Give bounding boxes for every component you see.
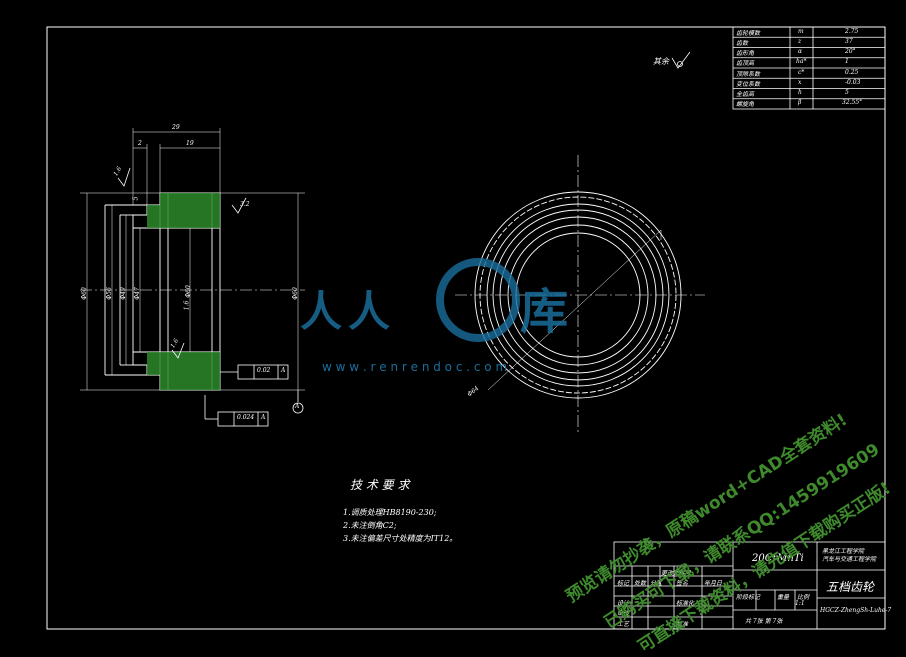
param-value: 37 [845, 38, 853, 45]
school-name: 黑龙江工程学院 汽车与交通工程学院 [822, 548, 877, 563]
tb-label: 处数 [634, 580, 647, 587]
drawing-number: HGCZ-ZhengSh-Luhe-7 [820, 607, 892, 614]
param-value: 0.25 [845, 69, 859, 76]
param-value: -0.03 [845, 79, 861, 86]
param-name: 齿数 [736, 40, 749, 47]
tb-label: 标准化 [676, 600, 695, 607]
tb-label: 重量 [777, 594, 790, 601]
sheet-count: 共 7张 第 7张 [745, 618, 783, 625]
dim-phi-inner: Φ60 [184, 285, 192, 298]
section-hatch [147, 193, 220, 390]
tb-label: 工艺 [617, 621, 630, 628]
tb-label: 阶段标记 [736, 594, 761, 601]
param-symbol: β [798, 99, 802, 106]
tb-label: 设计 [617, 600, 630, 607]
roughness-other-note: 其余 [653, 57, 669, 66]
section-view [80, 128, 305, 391]
dim-phi47: Φ47 [133, 287, 141, 300]
roughness-marks [117, 167, 247, 359]
param-value: 20° [845, 48, 856, 55]
scale: 1:1 [795, 600, 805, 607]
tb-label: 更改文件号 [661, 570, 692, 577]
title-block [613, 541, 886, 630]
param-symbol: c* [798, 69, 805, 76]
param-name: 齿顶高 [736, 60, 755, 67]
material: 20CrMnTi [752, 553, 804, 564]
param-symbol: ha* [796, 58, 807, 65]
dim-phi49: Φ49 [119, 287, 127, 300]
drawing-border [46, 26, 886, 630]
dim-19: 19 [186, 140, 194, 147]
note-item: 3.未注偏差尺寸处精度为IT12。 [343, 534, 458, 543]
tolerance-flatness-value: 0.02 [257, 367, 271, 374]
roughness-symbol-note [671, 51, 691, 69]
roughness-value-center: 1.6 [183, 300, 191, 311]
watermark-logo-char: 库 [520, 284, 569, 340]
tolerance-flatness-datum: A [281, 367, 286, 374]
dim-2: 2 [138, 140, 142, 147]
param-name: 变位系数 [736, 81, 761, 88]
param-value: 5 [845, 89, 849, 96]
dim-phi56: Φ56 [105, 287, 113, 300]
param-symbol: m [798, 28, 804, 35]
param-value: 2.75 [845, 28, 859, 35]
tolerance-runout-value: 0.024 [237, 414, 255, 421]
dim-5: 5 [132, 196, 140, 201]
dim-29: 29 [172, 124, 180, 131]
note-item: 2.未注倒角C2; [343, 521, 397, 530]
param-name: 顶隙系数 [736, 71, 761, 78]
note-item: 1.调质处理HB8190-230; [343, 508, 437, 517]
tb-label: 签名 [676, 580, 689, 587]
param-value: 1 [845, 58, 849, 65]
param-name: 全齿高 [736, 91, 755, 98]
part-name: 五档齿轮 [826, 580, 875, 594]
tolerance-frames [204, 364, 304, 427]
roughness-value-top: 3.2 [240, 201, 250, 208]
param-name: 齿轮模数 [736, 30, 761, 37]
watermark-logo-text: 人人 [300, 287, 397, 336]
tb-label: 年月日 [704, 580, 723, 587]
params-table [732, 26, 886, 110]
notes-title: 技 术 要 求 [350, 478, 410, 492]
dim-phi60-left: Φ60 [80, 287, 88, 300]
watermark-url: w w w . r e n r e n d o c . c o m [322, 360, 508, 374]
tb-label: 分区 [650, 580, 663, 587]
tb-label: 批准 [676, 621, 689, 628]
param-name: 螺旋角 [736, 101, 755, 108]
tb-label: 标记 [617, 580, 630, 587]
tb-label: 比例 [797, 594, 810, 601]
front-view [455, 155, 705, 435]
param-symbol: α [798, 48, 803, 55]
datum-label: A [295, 403, 300, 410]
param-symbol: z [798, 38, 802, 45]
param-name: 齿形角 [736, 50, 755, 57]
param-symbol: x [798, 79, 802, 86]
tb-label: 审核 [617, 610, 630, 617]
dim-phi60-right: Φ60 [291, 287, 299, 300]
watermark-logo-icon [436, 258, 520, 342]
param-symbol: h [798, 89, 802, 96]
param-value: 32.55° [842, 99, 863, 106]
tolerance-runout-datum: A [261, 414, 266, 421]
